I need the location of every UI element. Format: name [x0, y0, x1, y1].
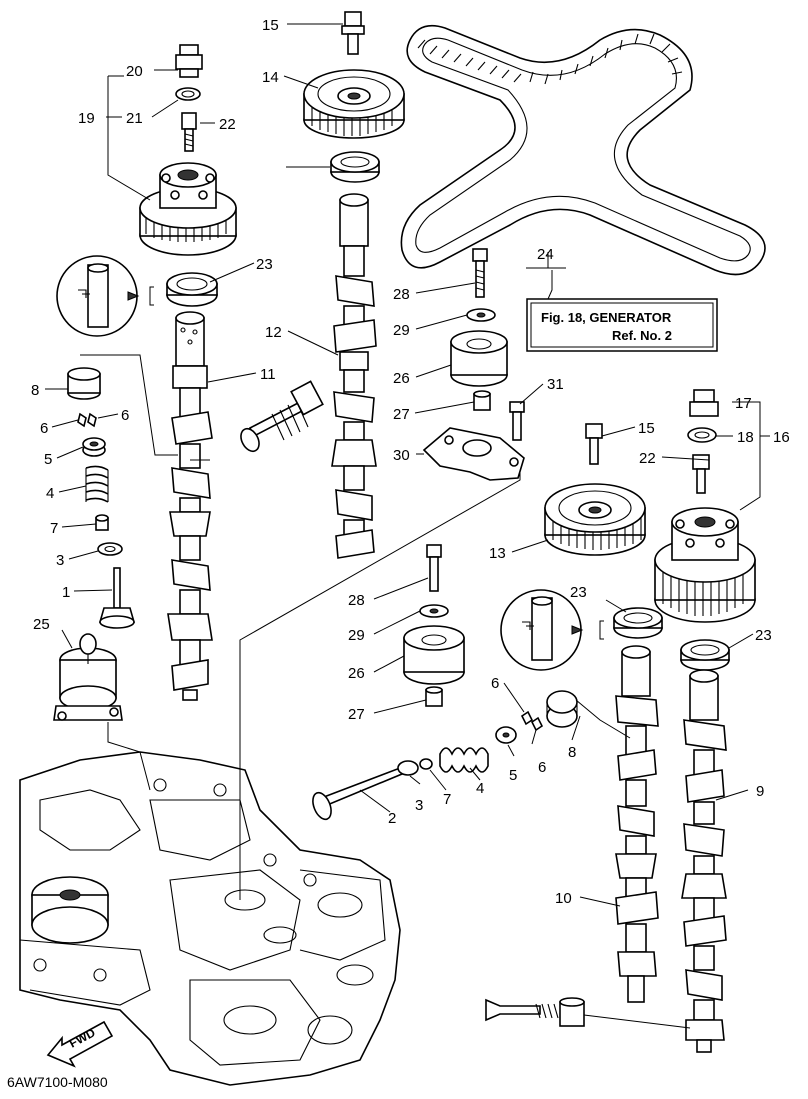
camshaft-right-intake — [615, 645, 659, 1003]
bolt-right — [692, 454, 710, 494]
callout-20: 20 — [126, 63, 143, 80]
callout-27-lower: 27 — [348, 706, 365, 723]
callout-28: 28 — [393, 286, 410, 303]
reference-box: Fig. 18, GENERATOR Ref. No. 2 — [526, 298, 718, 352]
camshaft-center-exhaust — [331, 193, 377, 559]
callout-7-center: 7 — [443, 791, 451, 808]
callout-23: 23 — [256, 256, 273, 273]
callout-18: 18 — [737, 429, 754, 446]
vvt-pulley-right — [654, 507, 756, 623]
callout-19: 19 — [78, 110, 95, 127]
valve-assembly-bottom — [485, 997, 585, 1027]
callout-14: 14 — [262, 69, 279, 86]
bolt-part — [181, 112, 197, 152]
callout-13: 13 — [489, 545, 506, 562]
callout-12: 12 — [265, 324, 282, 341]
vvt-cap-right — [689, 389, 719, 417]
callout-labels: 15 14 20 21 22 19 23 24 28 29 26 27 31 3… — [31, 17, 790, 907]
callout-2: 2 — [388, 810, 396, 827]
valve-components-left — [67, 367, 136, 629]
callout-10: 10 — [555, 890, 572, 907]
callout-28-lower: 28 — [348, 592, 365, 609]
callout-23-right-b: 23 — [755, 627, 772, 644]
callout-8: 8 — [31, 382, 39, 399]
callout-23-right-a: 23 — [570, 584, 587, 601]
callout-30: 30 — [393, 447, 410, 464]
fwd-arrow: FWD — [46, 1020, 114, 1068]
leader-lines — [45, 23, 770, 1029]
oil-seal-right-b — [680, 639, 730, 671]
idler-bracket — [422, 401, 525, 481]
callout-5: 5 — [44, 451, 52, 468]
callout-6-b: 6 — [121, 407, 129, 424]
idler-lower — [403, 544, 465, 707]
callout-3: 3 — [56, 552, 64, 569]
engine-block — [19, 751, 401, 1086]
timing-belt — [400, 24, 766, 276]
callout-7: 7 — [50, 520, 58, 537]
callout-11: 11 — [260, 366, 276, 383]
callout-9: 9 — [756, 783, 764, 800]
oil-seal-left — [166, 272, 218, 307]
callout-5-center: 5 — [509, 767, 517, 784]
oil-seal-right-a — [613, 607, 663, 639]
callout-6-c: 6 — [491, 675, 499, 692]
oil-seal-center — [330, 151, 380, 183]
idler-upper — [450, 248, 508, 411]
detail-view-right — [500, 589, 604, 671]
detail-view-left — [56, 255, 154, 337]
camshaft-pulley-center — [303, 69, 405, 139]
callout-6-a: 6 — [40, 420, 48, 437]
reference-line-2: Ref. No. 2 — [612, 328, 672, 343]
callout-1: 1 — [62, 584, 70, 601]
callout-3-center: 3 — [415, 797, 423, 814]
vvt-pulley-left — [139, 162, 237, 256]
callout-16: 16 — [773, 429, 790, 446]
callout-24: 24 — [537, 246, 554, 263]
valve-components-center — [312, 690, 578, 821]
washer-part — [175, 87, 201, 101]
diagram-code: 6AW7100-M080 — [7, 1074, 108, 1090]
callout-4-center: 4 — [476, 780, 484, 797]
callout-15: 15 — [262, 17, 279, 34]
callout-29-lower: 29 — [348, 627, 365, 644]
callout-6-d: 6 — [538, 759, 546, 776]
callout-15-right: 15 — [638, 420, 655, 437]
callout-22-right: 22 — [639, 450, 656, 467]
callout-8-center: 8 — [568, 744, 576, 761]
callout-29: 29 — [393, 322, 410, 339]
cap-bolt-part — [175, 44, 203, 78]
callout-31: 31 — [547, 376, 564, 393]
callout-26-lower: 26 — [348, 665, 365, 682]
callout-22: 22 — [219, 116, 236, 133]
callout-4: 4 — [46, 485, 54, 502]
valve-assembly-center — [240, 380, 324, 453]
washer-right — [687, 427, 717, 443]
camshaft-right-exhaust — [681, 669, 727, 1053]
callout-17: 17 — [735, 395, 752, 412]
belt-tensioner — [53, 633, 123, 721]
callout-27: 27 — [393, 406, 410, 423]
center-bolt-top — [341, 11, 365, 55]
callout-21: 21 — [126, 110, 143, 127]
callout-26: 26 — [393, 370, 410, 387]
reference-line-1: Fig. 18, GENERATOR — [541, 310, 672, 325]
camshaft-left-intake — [167, 311, 213, 701]
callout-25: 25 — [33, 616, 50, 633]
camshaft-pulley-right — [544, 423, 646, 556]
